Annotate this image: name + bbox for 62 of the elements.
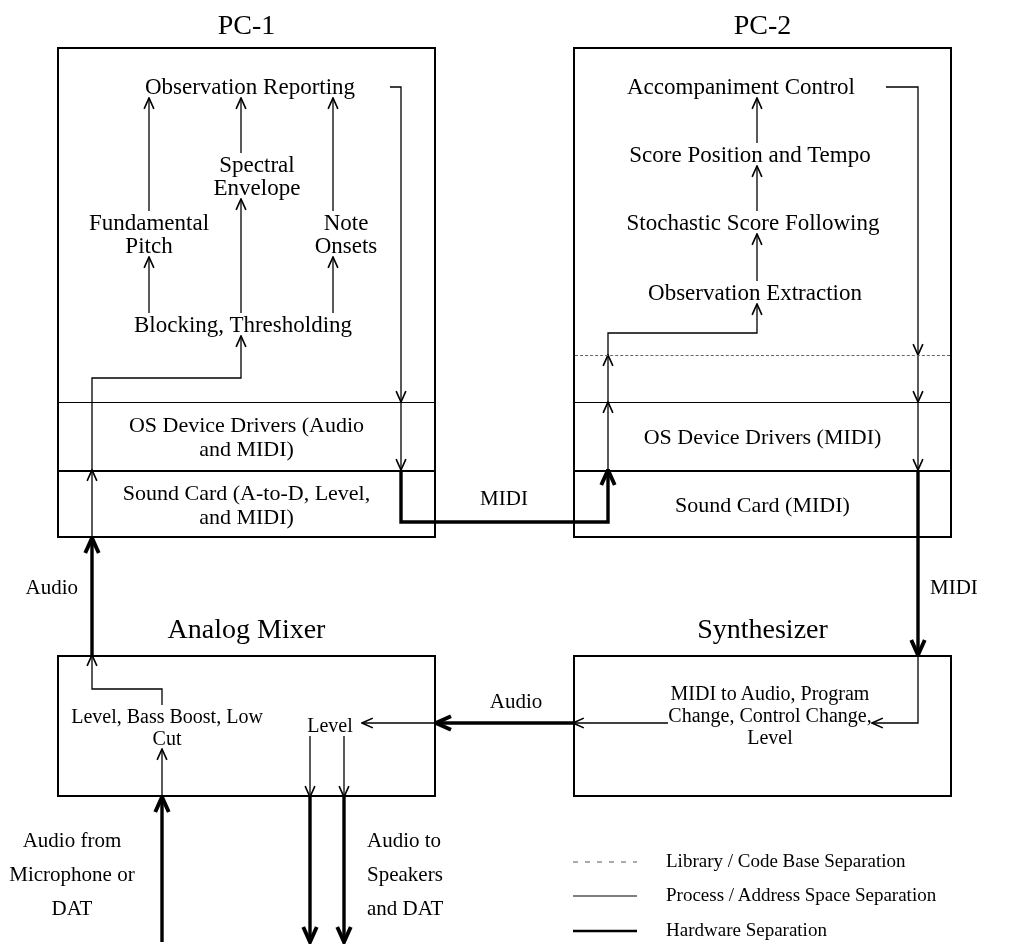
arrow (86, 469, 98, 539)
layer-label: Sound Card (A-to-D, Level, and MIDI) (121, 481, 372, 529)
process-label: Fundamental Pitch (74, 211, 224, 257)
box-title: PC-1 (216, 9, 277, 41)
arrow (153, 795, 171, 942)
arrow (751, 165, 763, 212)
arrow (885, 86, 924, 356)
arrow (602, 401, 614, 471)
edge-label: Audio (488, 689, 544, 714)
arrow (86, 654, 163, 706)
arrow (607, 303, 763, 356)
edge-label: Audio to Speakers and DAT (367, 827, 445, 922)
arrow (301, 797, 319, 944)
arrow (156, 748, 168, 798)
arrow (912, 354, 924, 403)
layer-label: OS Device Drivers (MIDI) (642, 424, 883, 449)
arrow (909, 470, 927, 657)
arrow (572, 717, 669, 729)
process-label: Note Onsets (291, 211, 401, 257)
arrow (871, 654, 919, 729)
legend-label: Hardware Separation (666, 919, 827, 941)
process-label: Observation Reporting (110, 75, 390, 98)
process-label: Stochastic Score Following (598, 211, 908, 234)
layer-label: OS Device Drivers (Audio and MIDI) (127, 412, 366, 461)
arrow (602, 354, 614, 403)
arrow (751, 233, 763, 282)
arrow (335, 797, 353, 944)
layer-label: Sound Card (MIDI) (674, 493, 851, 517)
arrow (389, 86, 407, 403)
arrow (143, 97, 155, 212)
arrow (91, 335, 247, 471)
arrow (235, 198, 247, 314)
arrow (399, 468, 617, 524)
process-label: Blocking, Thresholding (108, 313, 378, 336)
arrow (912, 401, 924, 471)
arrow (361, 717, 437, 729)
arrow (327, 256, 339, 314)
process-label: MIDI to Audio, Program Change, Control Change, Level (668, 682, 872, 748)
edge-label: MIDI (930, 575, 979, 600)
box-title: PC-2 (732, 9, 793, 41)
process-label: Accompaniment Control (596, 75, 886, 98)
arrow (327, 97, 339, 212)
process-label: Observation Extraction (620, 281, 890, 304)
arrow (338, 735, 350, 798)
edge-label: Audio from Microphone or DAT (8, 827, 136, 922)
arrow (751, 97, 763, 144)
arrow (395, 401, 407, 471)
process-label: Level (298, 714, 362, 736)
arrow (143, 256, 155, 314)
arrow (235, 97, 247, 154)
box-title: Analog Mixer (166, 613, 327, 645)
legend-label: Process / Address Space Separation (666, 884, 937, 906)
arrow (304, 735, 316, 798)
process-label: Spectral Envelope (192, 153, 322, 199)
edge-label: Audio (24, 575, 78, 600)
process-label: Score Position and Tempo (600, 143, 900, 166)
process-label: Level, Bass Boost, Low Cut (62, 705, 272, 749)
box-title: Synthesizer (696, 613, 829, 645)
arrow (83, 536, 101, 655)
arrow (434, 714, 573, 732)
legend-label: Library / Code Base Separation (666, 850, 906, 872)
edge-label: MIDI (479, 486, 529, 511)
